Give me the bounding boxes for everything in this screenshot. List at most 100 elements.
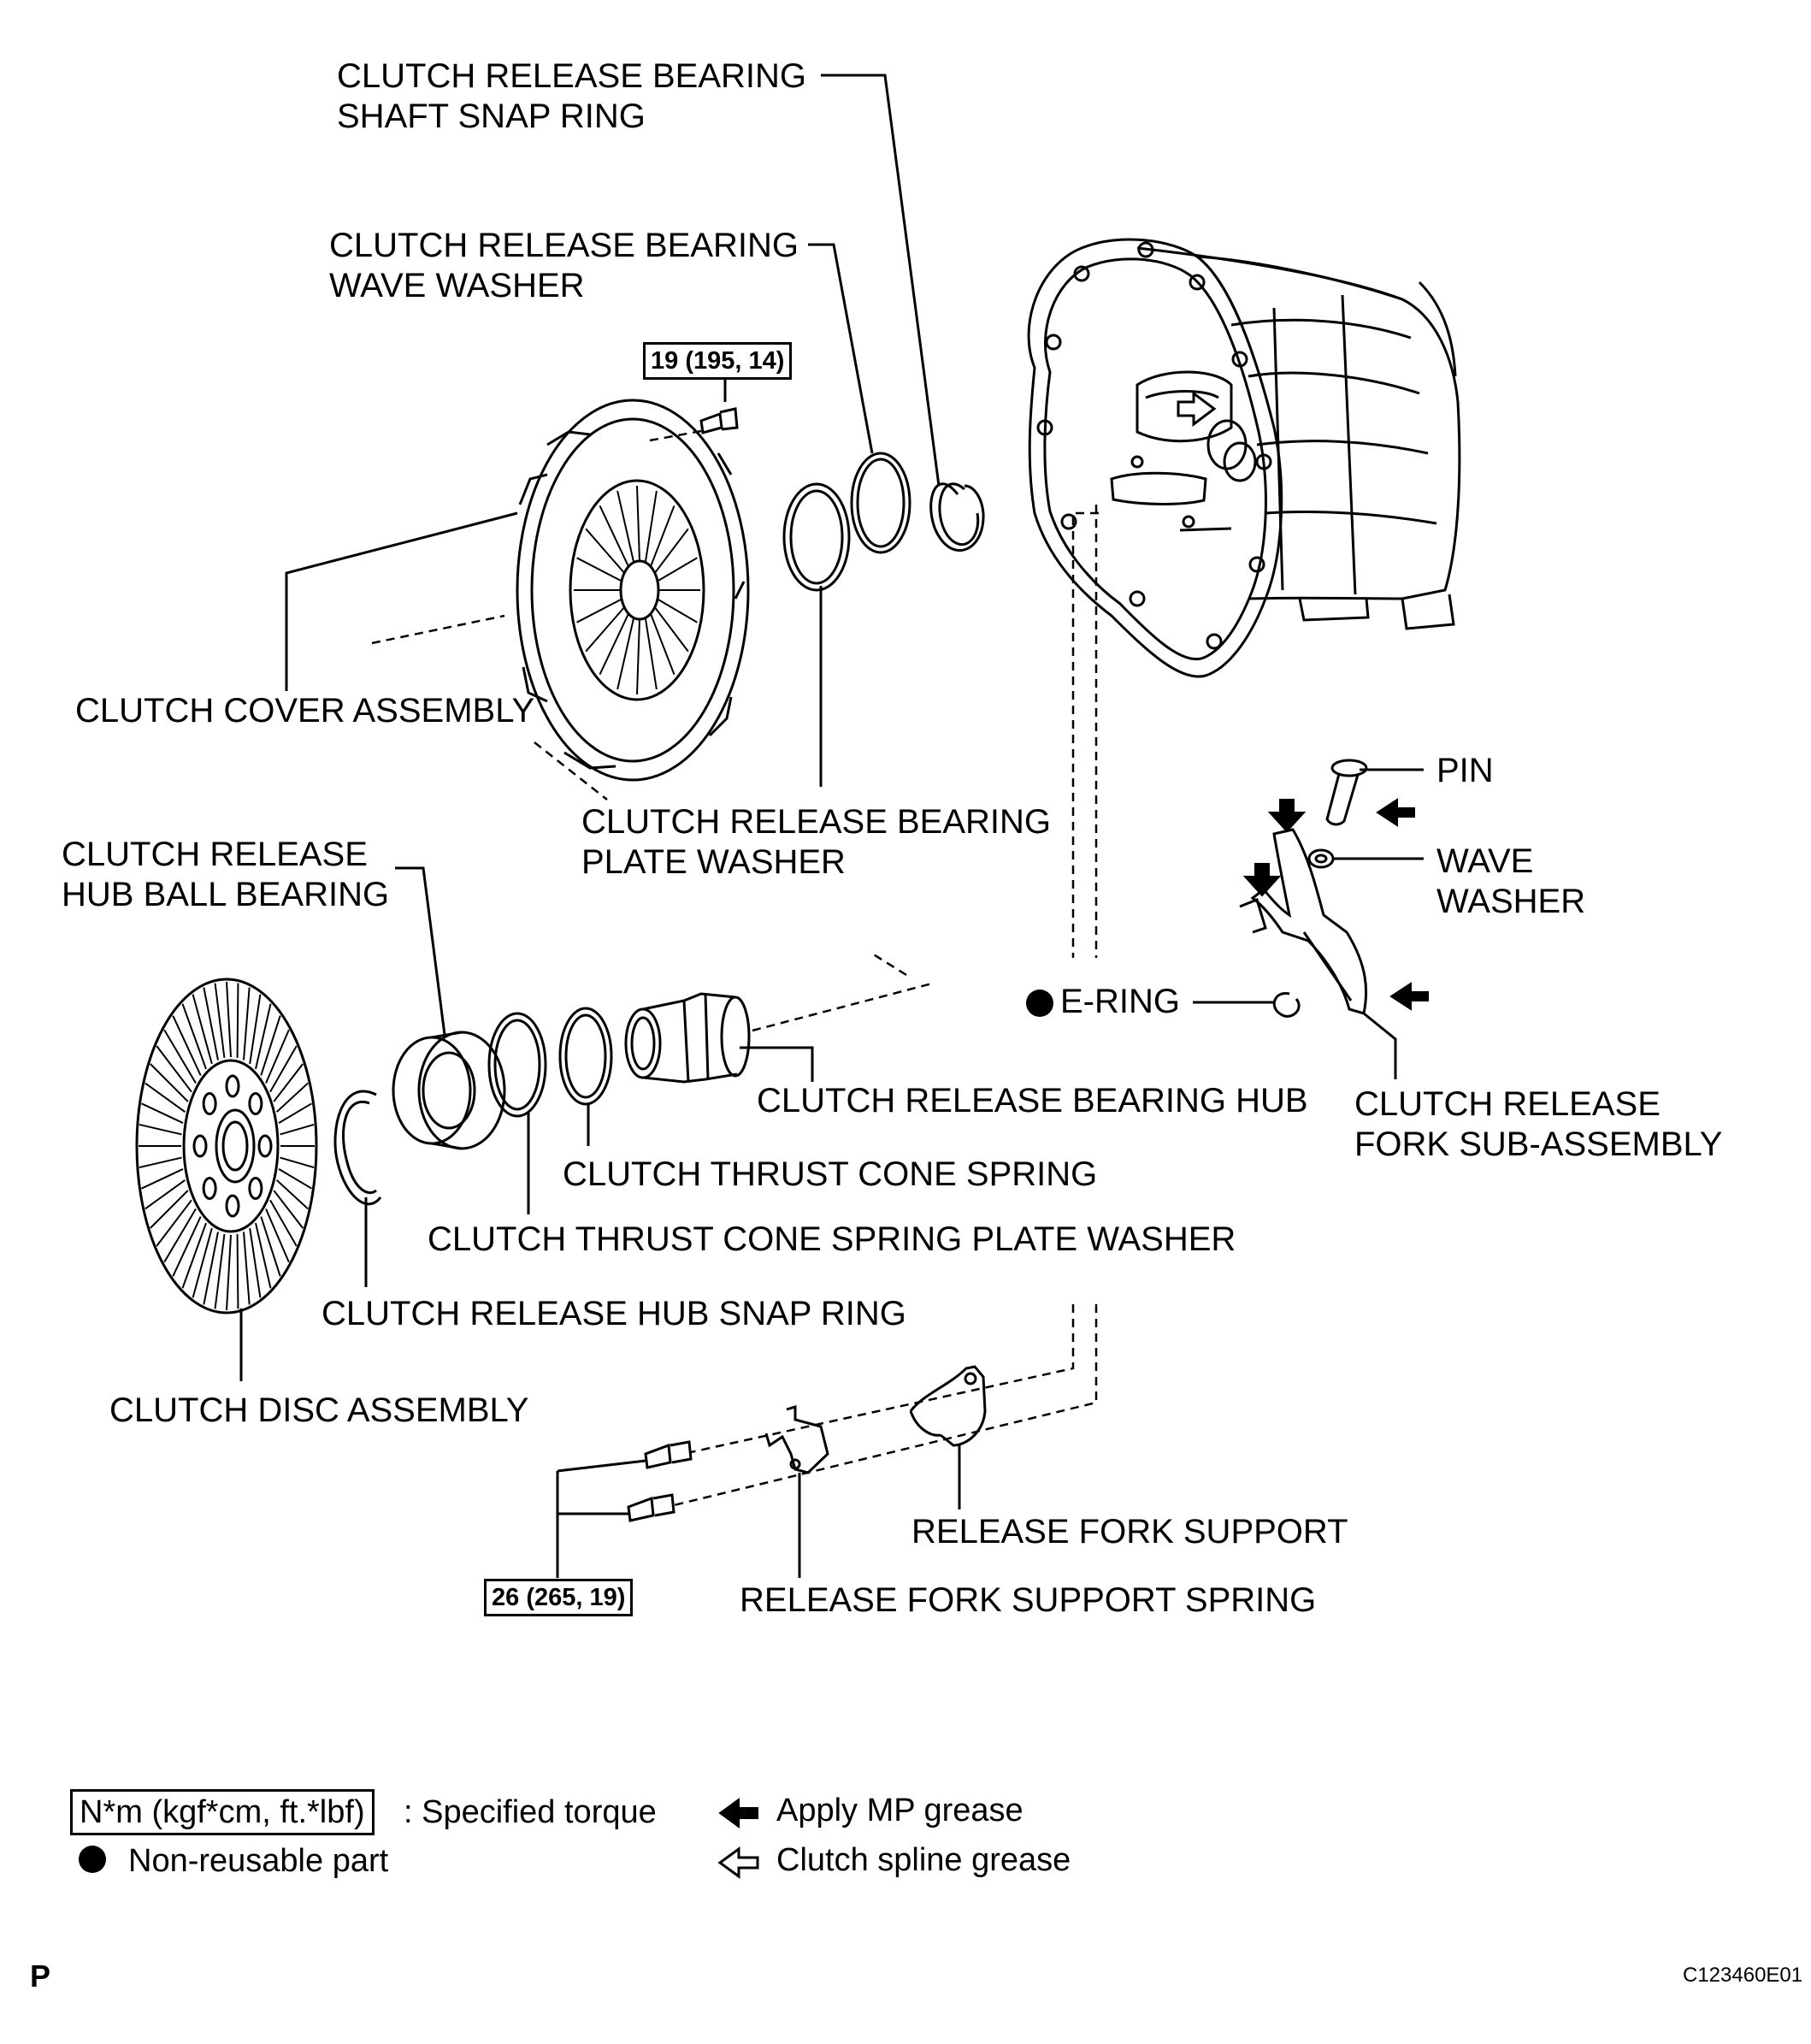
- disc-segment-line: [280, 1123, 315, 1136]
- label-bearing-wave-washer-line1: CLUTCH RELEASE BEARING: [329, 227, 799, 264]
- clutch-disc-drawing: [135, 978, 318, 1314]
- legend-non-reusable-dot-icon: [79, 1846, 106, 1873]
- non-reusable-dot-e-ring: [1026, 990, 1053, 1017]
- disc-segment-line: [156, 1045, 192, 1093]
- label-clutch-disc: CLUTCH DISC ASSEMBLY: [109, 1391, 529, 1429]
- disc-damper-window: [248, 1092, 263, 1116]
- disc-segment-line: [275, 1179, 309, 1210]
- disc-segment-line: [236, 1234, 239, 1309]
- mp-grease-arrows: [1242, 798, 1429, 1011]
- disc-segment-line: [275, 1082, 309, 1113]
- label-fork-support-spring: RELEASE FORK SUPPORT SPRING: [740, 1581, 1317, 1619]
- cover-finger-line: [636, 485, 640, 562]
- label-plate-washer-line2: PLATE WASHER: [581, 843, 846, 881]
- disc-segment-line: [139, 1156, 182, 1169]
- disc-segment-line: [273, 1063, 304, 1102]
- disc-segment-line: [226, 981, 232, 1058]
- pin-drawing: [1325, 759, 1368, 826]
- disc-segment-line: [265, 1029, 290, 1084]
- disc-segment-line: [145, 1082, 186, 1114]
- release-fork-drawing: [1239, 828, 1368, 1015]
- alignment-lines: [371, 429, 1099, 1507]
- thrust-washers-drawing: [487, 1007, 613, 1118]
- label-bearing-wave-washer-line2: WAVE WASHER: [329, 267, 585, 304]
- disc-segment-line: [181, 1003, 207, 1070]
- label-thrust-cone-spring: CLUTCH THRUST CONE SPRING: [563, 1155, 1098, 1193]
- disc-segment-line: [192, 1227, 213, 1298]
- label-bearing-hub: CLUTCH RELEASE BEARING HUB: [757, 1082, 1308, 1119]
- cover-finger-line: [576, 557, 622, 582]
- disc-segment-line: [139, 1123, 182, 1136]
- cover-finger-line: [654, 606, 689, 653]
- disc-segment-line: [278, 1102, 312, 1124]
- legend-solid-arrow-icon: [718, 1798, 758, 1828]
- label-shaft-snap-ring-line1: CLUTCH RELEASE BEARING: [337, 57, 807, 95]
- cover-finger-line: [585, 606, 625, 653]
- disc-damper-window: [248, 1176, 263, 1200]
- disc-segment-line: [260, 1015, 281, 1076]
- disc-segment-line: [203, 987, 219, 1060]
- clutch-cover-fingers: [574, 485, 700, 695]
- label-plate-washer: CLUTCH RELEASE BEARING PLATE WASHER: [581, 802, 1051, 883]
- cover-finger-line: [657, 557, 698, 582]
- disc-segment-line: [163, 1029, 197, 1084]
- cover-finger-line: [599, 505, 629, 567]
- legend-non-reusable: Non-reusable part: [128, 1843, 389, 1879]
- disc-segment-line: [141, 1102, 184, 1124]
- disc-segment-line: [181, 1222, 207, 1289]
- cover-finger-line: [657, 598, 698, 623]
- disc-damper-window: [202, 1092, 217, 1116]
- disc-segment-line: [214, 983, 226, 1059]
- cover-finger-line: [599, 613, 629, 676]
- disc-segment-line: [269, 1199, 298, 1247]
- disc-segment-line: [249, 994, 262, 1065]
- leader-lines: [239, 74, 1424, 1578]
- label-clutch-cover: CLUTCH COVER ASSEMBLY: [75, 692, 535, 730]
- disc-segment-line: [255, 1222, 272, 1289]
- transmission-housing: [1027, 238, 1461, 678]
- label-release-fork-line1: CLUTCH RELEASE: [1354, 1085, 1661, 1123]
- disc-segment-line: [145, 1179, 186, 1210]
- label-hub-ball-bearing-line2: HUB BALL BEARING: [62, 876, 390, 913]
- label-release-fork: CLUTCH RELEASE FORK SUB-ASSEMBLY: [1354, 1084, 1722, 1165]
- label-bearing-wave-washer: CLUTCH RELEASE BEARING WAVE WASHER: [329, 226, 799, 306]
- upper-rings: [782, 452, 985, 592]
- disc-segment-line: [236, 983, 239, 1058]
- legend-hollow-arrow-icon: [717, 1846, 759, 1879]
- disc-segment-line: [280, 1156, 315, 1169]
- cover-finger-line: [636, 618, 640, 695]
- legend-mp-grease: Apply MP grease: [776, 1793, 1023, 1828]
- label-thrust-plate-washer: CLUTCH THRUST CONE SPRING PLATE WASHER: [428, 1220, 1236, 1258]
- disc-segment-line: [203, 1232, 219, 1305]
- disc-segment-line: [265, 1208, 290, 1263]
- disc-segment-line: [278, 1168, 312, 1190]
- support-spring-drawing: [764, 1404, 829, 1474]
- disc-segment-line: [273, 1190, 304, 1229]
- disc-segment-line: [243, 987, 251, 1060]
- disc-segment-line: [255, 1003, 272, 1070]
- label-pin: PIN: [1436, 752, 1494, 789]
- label-shaft-snap-ring-line2: SHAFT SNAP RING: [337, 97, 646, 135]
- disc-segment-line: [249, 1227, 262, 1298]
- cover-finger-line: [576, 598, 622, 623]
- cover-finger-line: [649, 613, 675, 676]
- cover-finger-line: [585, 528, 625, 574]
- label-e-ring: E-RING: [1060, 983, 1180, 1020]
- torque-cover-bolt: 19 (195, 14): [643, 342, 793, 380]
- disc-segment-line: [150, 1190, 189, 1229]
- label-fork-support: RELEASE FORK SUPPORT: [911, 1513, 1348, 1551]
- disc-damper-window: [225, 1194, 240, 1218]
- cover-finger-line: [654, 528, 689, 574]
- disc-damper-window: [192, 1134, 208, 1158]
- disc-segment-line: [163, 1208, 197, 1263]
- label-plate-washer-line1: CLUTCH RELEASE BEARING: [581, 803, 1052, 841]
- disc-segment-line: [269, 1045, 298, 1093]
- figure-code: C123460E01: [1683, 1964, 1803, 1987]
- cover-finger-line: [616, 617, 635, 690]
- disc-segment-line: [150, 1063, 189, 1102]
- disc-segment-line: [156, 1199, 192, 1247]
- page-letter: P: [30, 1958, 51, 1994]
- cover-finger-line: [649, 505, 675, 567]
